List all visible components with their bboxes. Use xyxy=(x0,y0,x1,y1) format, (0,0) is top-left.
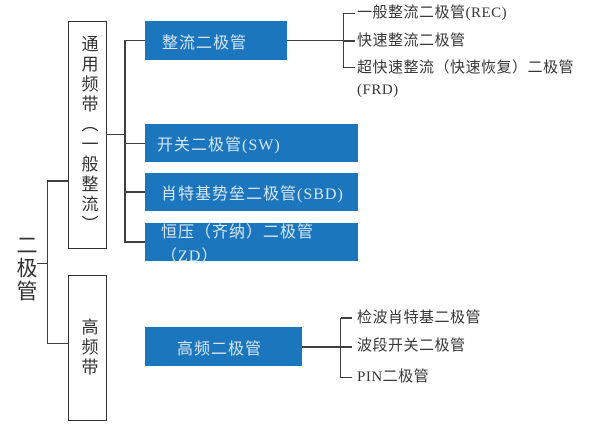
rectifier-leaves-vertical-line xyxy=(342,13,344,68)
category-box-high-freq-diode: 高频二极管 xyxy=(145,327,302,366)
high-freq-branch-line xyxy=(48,342,68,344)
rec-leaf-line xyxy=(344,12,355,14)
leaf-pin-diode: PIN二极管 xyxy=(357,369,430,385)
zener-branch-line xyxy=(125,241,145,243)
branch-box-high-freq-band-label: 高频带 xyxy=(78,318,98,378)
schottky-branch-line xyxy=(125,191,145,193)
category-box-switching-diode: 开关二极管(SW) xyxy=(145,124,358,162)
general-band-branch-line xyxy=(48,180,68,182)
band-switch-leaf-line xyxy=(341,346,352,348)
leaf-band-switching-diode: 波段开关二极管 xyxy=(357,338,466,354)
general-band-out-line xyxy=(107,133,125,135)
high-freq-out-line xyxy=(302,346,340,348)
switching-branch-line xyxy=(125,142,145,144)
branch-box-general-band: 通用频带（一般整流） xyxy=(68,21,107,249)
leaf-fast-rectifier-diode: 快速整流二极管 xyxy=(357,33,466,49)
fast-rectifier-leaf-line xyxy=(344,40,355,42)
detector-schottky-leaf-line xyxy=(341,317,352,319)
category-box-schottky-diode: 肖特基势垒二极管(SBD) xyxy=(145,172,358,211)
leaf-ultrafast-rectifier-diode: 超快速整流（快速恢复）二极管 (FRD) xyxy=(357,60,575,98)
category-box-zener-diode: 恒压（齐纳）二极管（ZD） xyxy=(145,222,358,265)
general-band-vertical-line xyxy=(124,39,126,243)
category-box-rectifier-diode: 整流二极管 xyxy=(145,21,287,60)
branch-box-general-band-label: 通用频带（一般整流） xyxy=(78,35,98,235)
pin-diode-leaf-line xyxy=(341,376,352,378)
high-freq-leaves-vertical-line xyxy=(339,317,341,378)
leaf-detector-schottky-diode: 检波肖特基二极管 xyxy=(357,310,482,326)
trunk-vertical-line xyxy=(46,180,48,344)
frd-leaf-line xyxy=(344,66,355,68)
rectifier-branch-line xyxy=(125,39,145,41)
rectifier-out-line xyxy=(287,39,343,41)
root-node-label: 二极管 xyxy=(14,234,38,303)
branch-box-high-freq-band: 高频带 xyxy=(68,275,107,421)
root-connector-line xyxy=(37,262,47,264)
leaf-general-rectifier-diode: 一般整流二极管(REC) xyxy=(357,5,508,21)
